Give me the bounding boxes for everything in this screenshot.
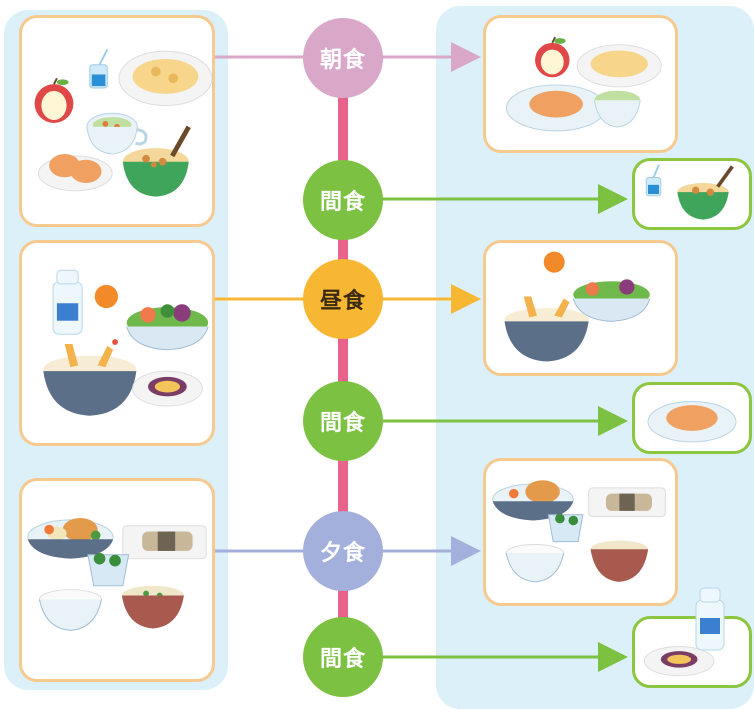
- node-snack2-label: 間食: [319, 411, 366, 436]
- node-dinner: 夕食: [303, 511, 383, 591]
- node-lunch-label: 昼食: [319, 289, 366, 314]
- right-snack3-card: [632, 616, 752, 688]
- left-breakfast-card: [19, 15, 215, 227]
- right-snack2-card: [632, 382, 752, 454]
- right-dinner-card: [483, 458, 678, 606]
- node-lunch: 昼食: [303, 259, 383, 339]
- milk-bottle-icon: [695, 587, 725, 651]
- right-breakfast-card: [483, 15, 678, 153]
- node-snack2: 間食: [303, 381, 383, 461]
- node-snack3: 間食: [303, 617, 383, 697]
- node-snack3-label: 間食: [319, 647, 366, 672]
- left-lunch-card: [19, 240, 215, 446]
- node-dinner-label: 夕食: [319, 541, 366, 566]
- right-snack1-card: [632, 158, 752, 230]
- left-dinner-card: [19, 478, 215, 682]
- node-breakfast-label: 朝食: [319, 48, 366, 73]
- node-breakfast: 朝食: [303, 18, 383, 98]
- node-snack1: 間食: [303, 160, 383, 240]
- node-snack1-label: 間食: [319, 190, 366, 215]
- right-lunch-card: [483, 240, 678, 376]
